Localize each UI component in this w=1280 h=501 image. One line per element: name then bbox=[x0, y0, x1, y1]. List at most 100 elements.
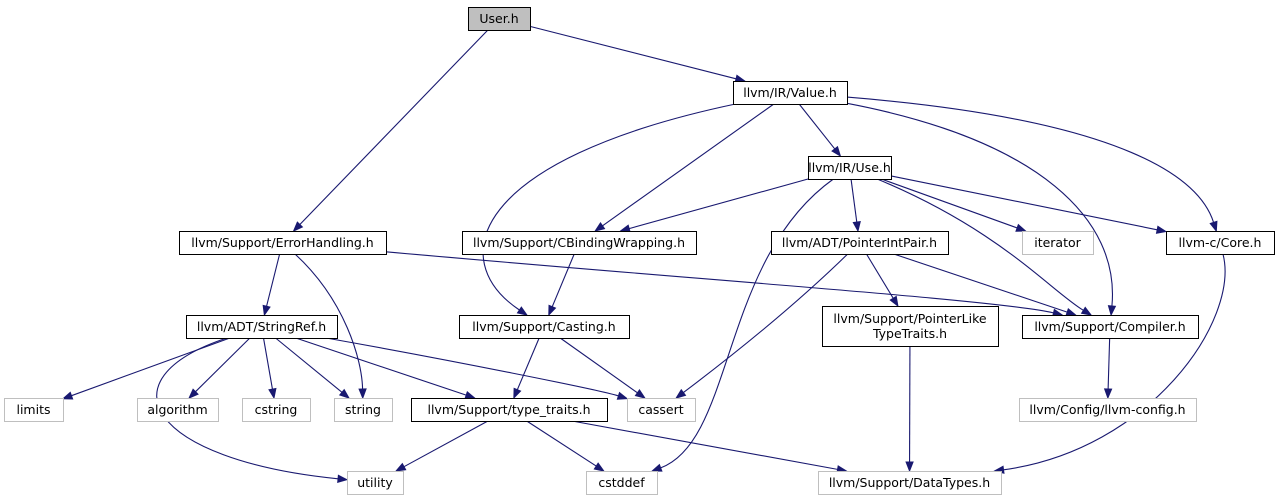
node-cstddef: cstddef bbox=[586, 471, 658, 495]
node-llvm-support-type-traits-h[interactable]: llvm/Support/type_traits.h bbox=[411, 398, 608, 422]
node-llvm-ir-use-h[interactable]: llvm/IR/Use.h bbox=[808, 156, 892, 180]
node-label: llvm/Config/llvm-config.h bbox=[1029, 402, 1185, 417]
edge-use-to-compiler bbox=[876, 178, 1084, 311]
edge-core-to-datatypes bbox=[1003, 253, 1226, 471]
edge-errh-to-compiler bbox=[385, 251, 1054, 314]
edge-compiler-to-llvmconfig bbox=[1107, 337, 1111, 390]
node-llvm-config-llvm-config-h: llvm/Config/llvm-config.h bbox=[1019, 398, 1197, 422]
arrowhead-value-to-use bbox=[831, 145, 842, 158]
edge-user-to-errh bbox=[299, 29, 489, 225]
edge-typetraits-to-datatypes bbox=[571, 420, 838, 470]
arrowhead-value-to-casting bbox=[516, 306, 529, 316]
node-label: string bbox=[345, 402, 381, 417]
edge-use-to-cbw bbox=[629, 178, 809, 230]
edge-pip-to-cassert bbox=[683, 253, 849, 394]
node-llvm-adt-stringref-h[interactable]: llvm/ADT/StringRef.h bbox=[186, 315, 338, 339]
node-llvm-support-cbindingwrapping-h[interactable]: llvm/Support/CBindingWrapping.h bbox=[462, 231, 697, 255]
arrowhead-stringref-to-cassert bbox=[616, 391, 629, 400]
node-llvm-ir-value-h[interactable]: llvm/IR/Value.h bbox=[733, 81, 848, 105]
edge-cbw-to-casting bbox=[551, 253, 575, 307]
node-box bbox=[1166, 231, 1275, 255]
node-box bbox=[468, 7, 531, 31]
arrowhead-pip-to-cassert bbox=[675, 388, 687, 399]
node-user-h[interactable]: User.h bbox=[468, 7, 531, 31]
edge-casting-to-typetraits bbox=[516, 337, 540, 390]
node-box bbox=[411, 398, 608, 422]
node-box bbox=[242, 398, 311, 422]
node-label: algorithm bbox=[147, 402, 207, 417]
node-label: User.h bbox=[479, 11, 518, 26]
nodes-layer: User.h llvm/IR/Value.h llvm/Support/ErrorH… bbox=[4, 7, 1275, 495]
arrowhead-stringref-to-algorithm bbox=[188, 388, 199, 399]
arrowhead-typetraits-to-cstddef bbox=[593, 462, 605, 472]
node-llvm-support-datatypes-h: llvm/Support/DataTypes.h bbox=[818, 471, 1002, 495]
arrowhead-errh-to-string bbox=[358, 388, 367, 400]
node-label: llvm/Support/type_traits.h bbox=[427, 402, 590, 417]
node-box bbox=[733, 81, 848, 105]
edge-value-to-use bbox=[798, 103, 836, 150]
node-box bbox=[822, 306, 999, 347]
node-label: iterator bbox=[1034, 235, 1081, 250]
node-box bbox=[186, 315, 338, 339]
node-llvm-support-casting-h[interactable]: llvm/Support/Casting.h bbox=[459, 315, 630, 339]
node-label: TypeTraits.h bbox=[872, 326, 947, 341]
arrowhead-typetraits-to-utility bbox=[394, 462, 407, 472]
arrowhead-value-to-core bbox=[1209, 220, 1218, 233]
node-label: llvm/ADT/PointerIntPair.h bbox=[782, 235, 937, 250]
node-box bbox=[4, 398, 64, 422]
node-iterator: iterator bbox=[1022, 231, 1094, 255]
edge-value-to-casting bbox=[482, 103, 736, 311]
arrowhead-stringref-to-string bbox=[338, 388, 351, 399]
node-label: llvm/ADT/StringRef.h bbox=[197, 319, 326, 334]
node-label: llvm/Support/Compiler.h bbox=[1034, 319, 1185, 334]
node-box bbox=[771, 231, 949, 255]
node-label: limits bbox=[16, 402, 50, 417]
node-label: utility bbox=[357, 475, 393, 490]
edge-use-to-iterator bbox=[881, 178, 1018, 229]
arrowhead-use-to-iterator bbox=[1015, 223, 1027, 232]
edges-layer bbox=[61, 25, 1226, 483]
arrowhead-user-to-errh bbox=[292, 221, 304, 232]
node-limits: limits bbox=[4, 398, 64, 422]
edge-stringref-to-algorithm bbox=[195, 337, 251, 393]
arrowhead-stringref-to-cstring bbox=[268, 387, 277, 400]
edge-pip-to-plt bbox=[865, 253, 894, 299]
arrowhead-stringref-to-utility bbox=[337, 474, 349, 483]
node-box bbox=[137, 398, 219, 422]
node-box bbox=[818, 471, 1002, 495]
edge-stringref-to-typetraits bbox=[295, 337, 467, 396]
node-label: llvm/IR/Value.h bbox=[743, 85, 837, 100]
arrowhead-use-to-cstddef bbox=[650, 463, 663, 472]
node-box bbox=[334, 398, 393, 422]
arrowhead-errh-to-stringref bbox=[262, 304, 271, 317]
node-label: llvm/Support/CBindingWrapping.h bbox=[473, 235, 685, 250]
edge-stringref-to-cassert bbox=[326, 337, 619, 397]
node-llvm-support-compiler-h[interactable]: llvm/Support/Compiler.h bbox=[1022, 315, 1199, 339]
arrowhead-use-to-pip bbox=[852, 221, 861, 233]
arrowhead-compiler-to-llvmconfig bbox=[1103, 388, 1113, 400]
node-llvm-c-core-h[interactable]: llvm-c/Core.h bbox=[1166, 231, 1275, 255]
node-label: cassert bbox=[638, 402, 683, 417]
node-box bbox=[459, 315, 630, 339]
edge-use-to-core bbox=[890, 175, 1158, 231]
edge-pip-to-compiler bbox=[893, 253, 1068, 313]
node-llvm-support-errorhandling-h[interactable]: llvm/Support/ErrorHandling.h bbox=[179, 231, 387, 255]
node-label: llvm/Support/Casting.h bbox=[472, 319, 615, 334]
arrowhead-use-to-cbw bbox=[619, 224, 631, 233]
arrowhead-use-to-core bbox=[1155, 225, 1168, 234]
edge-typetraits-to-cstddef bbox=[526, 420, 597, 467]
node-box bbox=[586, 471, 658, 495]
node-algorithm: algorithm bbox=[137, 398, 219, 422]
node-utility: utility bbox=[347, 471, 404, 495]
edge-errh-to-string bbox=[294, 253, 364, 390]
node-llvm-adt-pointerintpair-h[interactable]: llvm/ADT/PointerIntPair.h bbox=[771, 231, 949, 255]
node-box bbox=[347, 471, 404, 495]
arrowhead-stringref-to-typetraits bbox=[464, 390, 477, 399]
node-string: string bbox=[334, 398, 393, 422]
edge-casting-to-cassert bbox=[559, 337, 638, 394]
edge-stringref-to-limits bbox=[71, 337, 231, 397]
edge-use-to-cstddef bbox=[660, 178, 834, 469]
node-cassert: cassert bbox=[627, 398, 696, 422]
